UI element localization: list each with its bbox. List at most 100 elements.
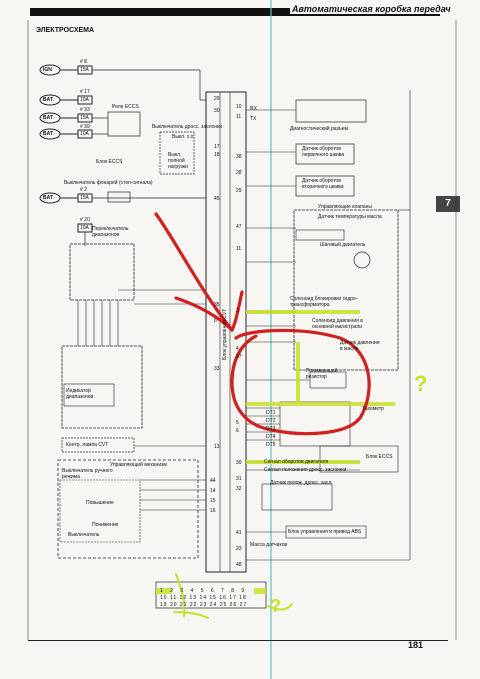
fuse-no-8: # 8 xyxy=(80,59,87,65)
pin-left-13: 16 xyxy=(210,508,216,514)
right-wires xyxy=(246,90,411,561)
upshift-label: Повышение xyxy=(86,500,114,506)
header-bar xyxy=(30,8,440,16)
ecss-block-label: Блок ECCS xyxy=(96,159,123,165)
abs-label: Блок управления и привод ABS xyxy=(288,529,362,535)
red-marker xyxy=(154,212,371,436)
tachometer-label: Тахометр xyxy=(362,406,384,412)
select-switch-label: Выключатель xyxy=(68,532,100,538)
bottom-connector-frame xyxy=(155,581,267,609)
pin-right-15: 32 xyxy=(236,486,242,492)
conn-cell: 1 xyxy=(160,588,166,594)
throttle-switch-label: Выключатель дросс. заслонки xyxy=(152,124,223,130)
fuse-10a-1: 10A xyxy=(80,97,89,103)
fuse-no-20: # 20 xyxy=(80,217,90,223)
conn-cell: 16 xyxy=(219,595,227,601)
pin-left-6: 35 xyxy=(214,302,220,308)
valves-label: Управляющие клапаны xyxy=(318,204,372,210)
conn-cell: 18 xyxy=(239,595,247,601)
pin-right-1: 10 xyxy=(236,104,242,110)
power-sources xyxy=(39,64,206,246)
pin-right-8: 3 xyxy=(236,308,239,314)
conn-cell: 25 xyxy=(219,602,228,608)
fuse-no-2: # 2 xyxy=(80,187,87,193)
fuse-no-39: # 39 xyxy=(80,124,90,130)
stop-switch-label: Выключатель фонарей (стоп-сигнала) xyxy=(64,180,153,186)
rx-label: RX xyxy=(250,106,257,112)
conn-cell: 24 xyxy=(209,602,218,608)
conn-cell: 15 xyxy=(209,595,217,601)
resistor-label: Понижающий резистор xyxy=(306,368,338,380)
pin-left-9: 13 xyxy=(214,444,220,450)
range-switch-wires xyxy=(77,289,206,346)
schema-label: ЭЛЕКТРОСХЕМА xyxy=(36,27,95,34)
fuse-10a-3: 10A xyxy=(80,225,89,231)
pin-right-12: 6 xyxy=(236,428,239,434)
pin-left-11: 14 xyxy=(210,488,216,494)
range-switch-box xyxy=(69,243,135,301)
idle-off-label: Выкл. х.х xyxy=(172,134,194,140)
range-indicator-box xyxy=(61,345,143,429)
ecss-block2-label: Блок ECCS xyxy=(366,454,393,460)
yellow-annotations xyxy=(173,573,293,619)
diag-connector-label: Диагностический разъем xyxy=(290,126,348,132)
conn-cell: 13 xyxy=(189,595,198,601)
range-indicator-label: Индикатор диапазонов xyxy=(66,388,94,400)
fuse-15a-3: 15A xyxy=(80,195,89,201)
pin-right-11: 5 xyxy=(236,420,239,426)
downshift-label: Понижение xyxy=(92,522,119,528)
conn-cell: 6 xyxy=(210,588,217,594)
pin-left-12: 15 xyxy=(210,498,216,504)
conn-cell: 2 xyxy=(170,588,176,594)
power-src-ign: IGN xyxy=(43,67,52,73)
pin-right-18: 48 xyxy=(236,562,242,568)
primary-speed-label: Датчик оборотов первичного шкива xyxy=(302,146,345,158)
connector-row-1: 1 2 3 4 5 6 7 8 9 xyxy=(160,588,247,594)
conn-cell: 21 xyxy=(179,602,188,608)
pin-right-13: 39 xyxy=(236,460,242,466)
relay-box xyxy=(107,111,141,137)
conn-cell: 19 xyxy=(160,602,168,608)
oil-temp-label: Датчик температуры масла xyxy=(318,214,382,220)
diag-connector-box xyxy=(295,99,367,123)
fuse-10a-2: 10A xyxy=(80,131,89,137)
throttle-signal-label: Сигнал положения дросс. заслонки xyxy=(264,467,347,473)
throttle-switch-box xyxy=(159,131,195,175)
conn-cell: 9 xyxy=(241,588,248,594)
section-tab: 7 xyxy=(436,196,460,212)
pressure-sensor-label: Датчик давления в масле xyxy=(340,340,380,352)
pin-right-2: 11 xyxy=(236,114,242,120)
control-unit-label: Блок управления CVT xyxy=(222,308,228,360)
dt5-label: DT5 xyxy=(266,442,276,448)
pin-right-6: 47 xyxy=(236,224,242,230)
pin-right-3: 38 xyxy=(236,154,242,160)
conn-cell: 4 xyxy=(190,588,197,594)
dt3-label: DT3 xyxy=(266,426,276,432)
range-switch-label: Переключатель диапазонов xyxy=(92,226,129,238)
dt4-label: DT4 xyxy=(266,434,276,440)
dt1-label: DT1 xyxy=(266,410,276,416)
connector-row-3: 19 20 21 22 23 24 25 26 27 xyxy=(160,602,247,608)
question-mark-1: ? xyxy=(414,371,428,396)
highlighted-wires xyxy=(246,310,395,464)
throttle-sensor-label: Датчик полож. дросс. засл. xyxy=(270,480,333,486)
conn-cell: 17 xyxy=(229,595,237,601)
throttle-pos-box xyxy=(261,483,333,511)
conn-cell: 23 xyxy=(199,602,208,608)
manual-mode-box xyxy=(57,459,199,559)
pin-right-14: 31 xyxy=(236,476,242,482)
connector-row-2: 10 11 12 13 14 15 16 17 18 xyxy=(160,595,247,601)
power-src-bat-3: BAT xyxy=(43,131,53,137)
pin-left-4: 18 xyxy=(214,152,220,158)
stop-switch-box xyxy=(107,191,131,203)
fuse-15a-2: 15A xyxy=(80,115,89,121)
conn-cell: 14 xyxy=(199,595,208,601)
full-load-label: Выкл. полной нагрузки xyxy=(168,152,188,170)
pin-right-9: 4 xyxy=(236,346,239,352)
conn-cell: 27 xyxy=(239,602,248,608)
primary-speed-box xyxy=(295,143,355,165)
pin-left-1: 29 xyxy=(214,96,220,102)
pin-right-16: 41 xyxy=(236,530,242,536)
pin-left-2: 30 xyxy=(214,108,220,114)
